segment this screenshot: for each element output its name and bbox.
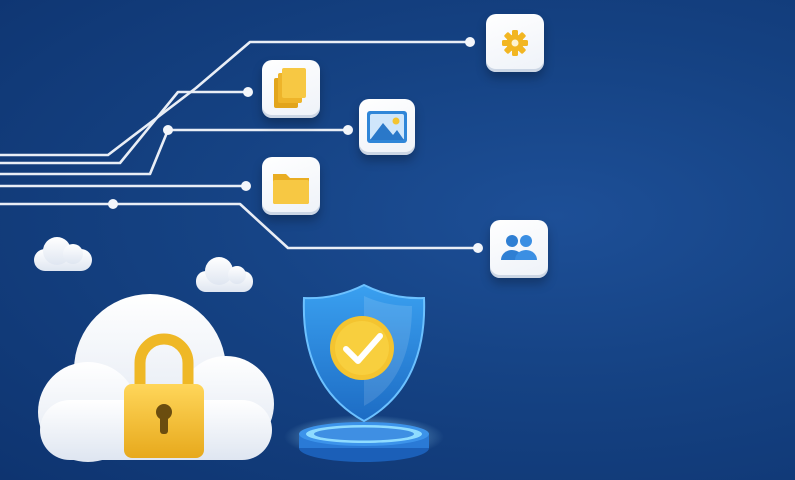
node-dot — [243, 87, 253, 97]
image-tile — [359, 99, 415, 155]
users-tile — [490, 220, 548, 278]
node-dot — [343, 125, 353, 135]
shield-check-icon — [302, 283, 426, 423]
documents-icon — [274, 68, 306, 108]
gear-icon — [502, 30, 528, 56]
documents-tile — [262, 60, 320, 118]
folder-tile — [262, 157, 320, 215]
cloud-icon — [196, 257, 253, 292]
cloud-icon — [34, 237, 92, 271]
node-dot — [108, 199, 118, 209]
node-dot — [241, 181, 251, 191]
circuit-line-gear — [0, 40, 472, 157]
circuit-line-users — [0, 202, 480, 250]
cloud-icon — [38, 294, 274, 462]
image-icon — [367, 111, 407, 143]
padlock-icon — [124, 333, 204, 458]
gear-tile — [486, 14, 544, 72]
circuit-line-image — [0, 128, 350, 176]
circuit-line-documents — [0, 90, 250, 165]
node-dot — [465, 37, 475, 47]
node-dot — [473, 243, 483, 253]
folder-icon — [273, 174, 309, 204]
node-dot — [163, 125, 173, 135]
platform — [299, 422, 429, 462]
users-icon — [501, 235, 537, 260]
